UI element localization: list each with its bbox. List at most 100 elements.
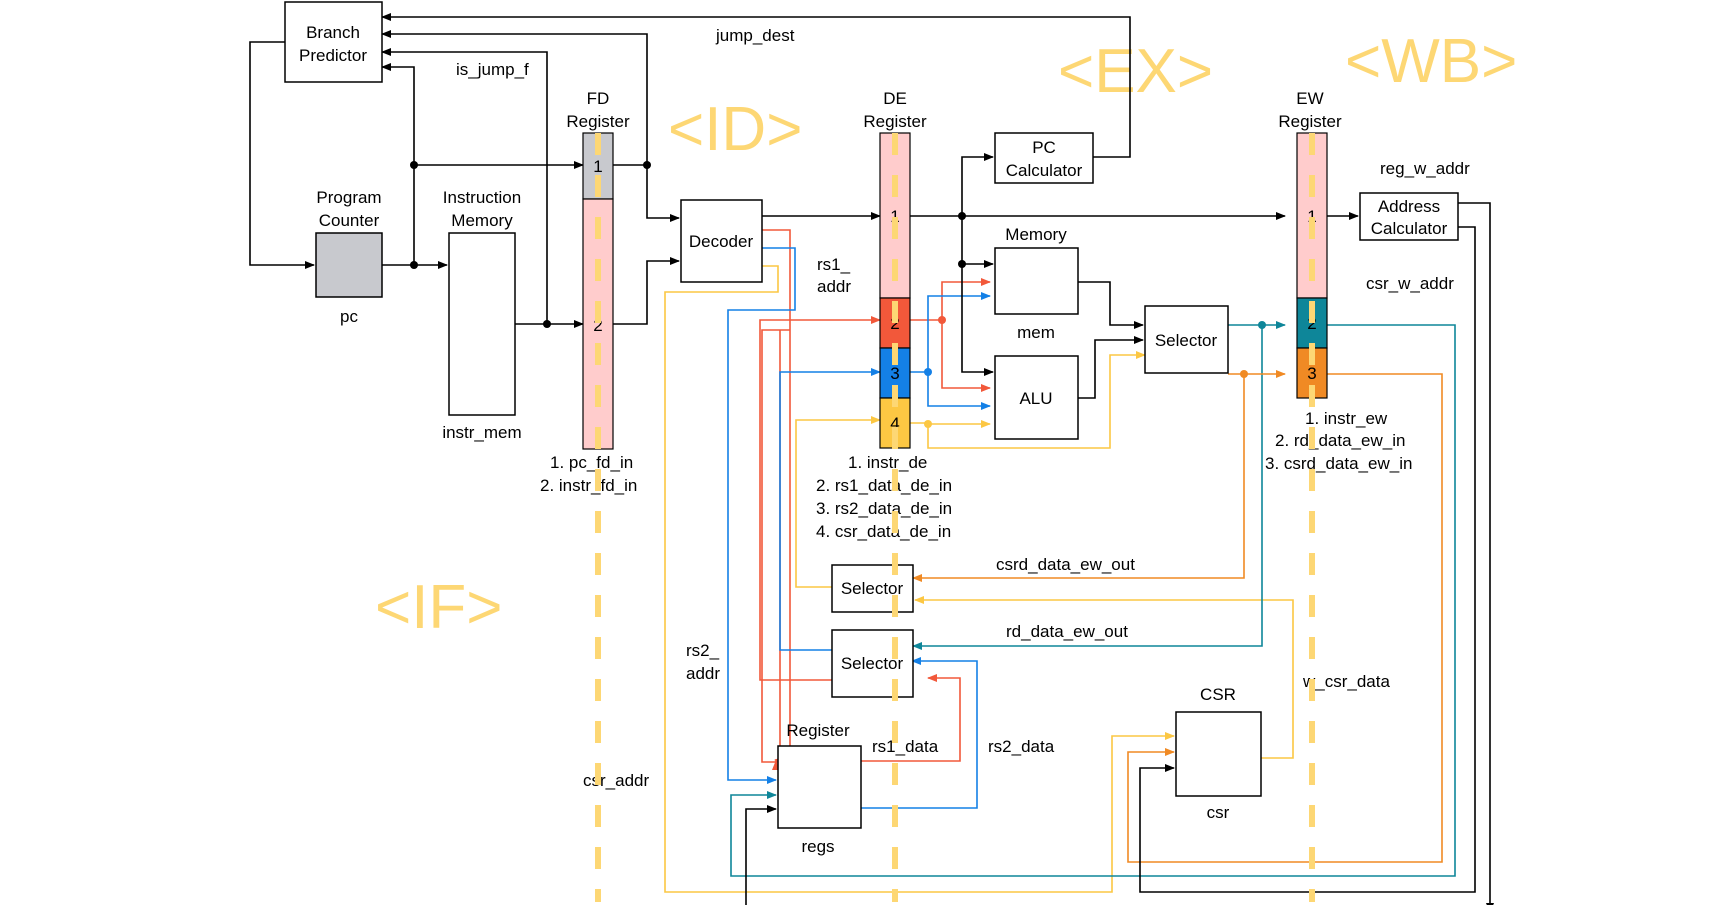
instruction-memory-label-1: Instruction <box>443 188 521 207</box>
stage-wb-label: <WB> <box>1345 27 1517 96</box>
wire-w-csr-data <box>914 596 1294 759</box>
wire-fd2-out <box>613 257 680 325</box>
de-register-label-1: DE <box>883 89 907 108</box>
signal-rs2-addr-2: addr <box>686 664 720 683</box>
address-calculator-label-2: Calculator <box>1371 219 1448 238</box>
selector-2-label: Selector <box>841 654 904 673</box>
signal-csr-w-addr: csr_w_addr <box>1366 274 1454 293</box>
wire-de1-to-pccalc <box>961 153 994 216</box>
selector-1-label: Selector <box>841 579 904 598</box>
signal-rs2-data: rs2_data <box>988 737 1055 756</box>
wire-bp-to-pc <box>249 41 315 269</box>
wire-reg-w-addr <box>1458 202 1494 905</box>
wire-rd-data-ew-out <box>912 325 1263 650</box>
junction-dot <box>1240 370 1248 378</box>
de-slot-1-num: 1 <box>890 207 899 226</box>
signal-csr-addr: csr_addr <box>583 771 649 790</box>
fd-slot-2-num: 2 <box>593 316 602 335</box>
fd-register-slot-2 <box>582 198 614 450</box>
junction-dot <box>938 316 946 324</box>
wire-de2-to-alu <box>910 319 991 392</box>
ew-legend-1: 1. instr_ew <box>1305 409 1388 428</box>
fd-register-label-2: Register <box>566 112 630 131</box>
wire-reg-w-to-regs <box>745 805 777 905</box>
regs-label: regs <box>801 837 834 856</box>
decoder-box <box>680 199 763 283</box>
csr-box <box>1175 711 1262 797</box>
wire-de2-to-mem <box>941 278 991 320</box>
memory-box <box>994 247 1079 315</box>
de-slot-2-num: 2 <box>890 314 899 333</box>
signal-rd-data-ew-out: rd_data_ew_out <box>1006 622 1128 641</box>
csr-label: CSR <box>1200 685 1236 704</box>
selector-ex-box <box>1144 305 1229 374</box>
signal-csrd-data-ew-out: csrd_data_ew_out <box>996 555 1135 574</box>
instr-mem-label: instr_mem <box>442 423 521 442</box>
instruction-memory-label-2: Memory <box>451 211 513 230</box>
address-calculator-label-1: Address <box>1378 197 1440 216</box>
de-register-label-2: Register <box>863 112 927 131</box>
ew-legend-3: 3. csrd_data_ew_in <box>1265 454 1412 473</box>
signal-jump-dest: jump_dest <box>715 26 795 45</box>
instruction-memory-box <box>448 232 516 416</box>
wire-mem-out <box>1078 281 1144 329</box>
ew-slot-1-num: 1 <box>1307 207 1316 226</box>
selector-1-box <box>831 564 914 613</box>
ew-register-label-1: EW <box>1296 89 1323 108</box>
junction-dot <box>1258 321 1266 329</box>
de-slot-3-num: 3 <box>890 364 899 383</box>
branch-predictor-box <box>284 1 383 83</box>
junction-dot <box>543 320 551 328</box>
de-slot-4-num: 4 <box>890 414 899 433</box>
wire-de1-to-alu <box>961 264 994 376</box>
program-counter-label-2: Counter <box>319 211 380 230</box>
address-calculator-box <box>1359 192 1459 241</box>
signal-rs1-addr-1: rs1_ <box>817 255 851 274</box>
ew-register-label-2: Register <box>1278 112 1342 131</box>
wire-de3-to-alu <box>910 371 991 410</box>
wire-csr-addr <box>664 265 1175 893</box>
wire-rs2-addr <box>727 247 796 784</box>
wire-jump-dest <box>381 13 1131 158</box>
register-file-box <box>777 745 862 829</box>
ew-slot-3-num: 3 <box>1307 364 1316 383</box>
wire-csr-sel-out <box>795 416 881 588</box>
signal-rs1-data: rs1_data <box>872 737 939 756</box>
signal-rs2-addr-1: rs2_ <box>686 641 720 660</box>
junction-dot <box>924 368 932 376</box>
pc-calculator-label-2: Calculator <box>1006 161 1083 180</box>
program-counter-box <box>315 232 383 298</box>
wire-de3-to-mem <box>927 292 991 372</box>
alu-box <box>994 355 1079 440</box>
register-file-label: Register <box>786 721 850 740</box>
ew-slot-2-num: 2 <box>1307 314 1316 333</box>
wire-csrd-data-wb <box>1127 373 1443 863</box>
wire-csr-w-addr <box>1139 226 1476 893</box>
junction-dot <box>924 420 932 428</box>
program-counter-label-1: Program <box>316 188 381 207</box>
alu-label: ALU <box>1019 389 1052 408</box>
wire-csrd-data-ew-out <box>912 374 1245 582</box>
ew-legend-2: 2. rd_data_ew_in <box>1275 431 1405 450</box>
de-legend-4: 4. csr_data_de_in <box>816 522 951 541</box>
wire-de1-to-mem <box>961 216 994 268</box>
fd-legend-2: 2. instr_fd_in <box>540 476 637 495</box>
junction-dot <box>643 161 651 169</box>
wire-rs1-addr-regs <box>761 329 790 764</box>
junction-dot <box>410 261 418 269</box>
stage-ex-label: <EX> <box>1058 37 1213 106</box>
pc-calculator-label-1: PC <box>1032 138 1056 157</box>
signal-rs1-addr-2: addr <box>817 277 851 296</box>
wire-rs1-sel-out <box>759 316 881 681</box>
signal-is-jump-f: is_jump_f <box>456 60 529 79</box>
wire-is-jump <box>381 48 548 324</box>
wire-fd1-out <box>613 164 680 222</box>
signal-reg-w-addr: reg_w_addr <box>1380 159 1470 178</box>
fd-slot-1-num: 1 <box>593 157 602 176</box>
wire-rs2-sel-out <box>779 368 881 651</box>
wire-de4-to-sel <box>927 351 1146 449</box>
wire-fd1-to-bp <box>381 30 648 165</box>
decoder-label: Decoder <box>689 232 754 251</box>
de-legend-3: 3. rs2_data_de_in <box>816 499 952 518</box>
